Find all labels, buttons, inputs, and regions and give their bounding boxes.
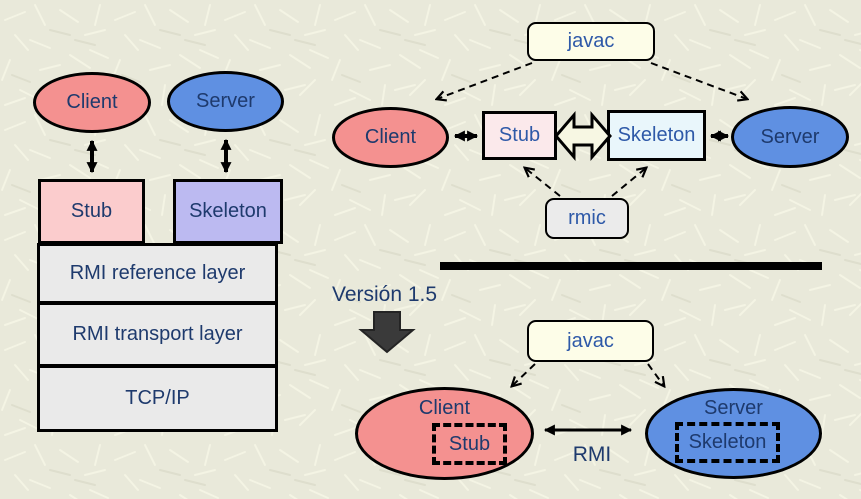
stub-label: Stub [498, 124, 541, 146]
server-ellipse-left: Server [167, 71, 284, 132]
client-ellipse-top: Client [332, 107, 449, 168]
server-label: Server [704, 397, 763, 419]
skeleton-box-left: Skeleton [173, 179, 283, 244]
client-ellipse-left: Client [33, 72, 151, 133]
tcpip-box: TCP/IP [37, 365, 278, 432]
server-ellipse-top: Server [731, 106, 849, 168]
skeleton-label: Skeleton [617, 124, 696, 146]
stub-dashed-box: Stub [432, 423, 507, 465]
javac-label: javac [567, 30, 615, 52]
skeleton-label: Skeleton [189, 200, 267, 222]
client-label: Client [418, 397, 471, 419]
rmic-box: rmic [545, 198, 629, 239]
stub-label: Stub [70, 200, 113, 222]
stub-box-left: Stub [38, 179, 145, 244]
client-label: Client [66, 91, 118, 113]
stub-label: Stub [448, 432, 491, 455]
server-ellipse-bottom [645, 388, 822, 479]
skeleton-dashed-box: Skeleton [675, 422, 780, 463]
stub-box-top: Stub [482, 111, 557, 160]
javac-box-top: javac [527, 22, 655, 61]
javac-box-bottom: javac [527, 320, 654, 362]
javac-label: javac [567, 329, 614, 352]
tcpip-label: TCP/IP [125, 387, 190, 409]
rmic-label: rmic [568, 207, 606, 229]
skeleton-label: Skeleton [688, 431, 767, 453]
server-label: Server [760, 125, 820, 148]
rmi-reference-layer-box: RMI reference layer [37, 243, 278, 304]
rmi-label: RMI [572, 443, 612, 466]
rmi-transport-layer-box: RMI transport layer [37, 302, 278, 367]
rmi-reference-layer-label: RMI reference layer [69, 262, 246, 284]
server-label: Server [196, 90, 255, 112]
version-label: Versión 1.5 [332, 283, 438, 306]
skeleton-box-top: Skeleton [607, 110, 706, 161]
rmi-transport-layer-label: RMI transport layer [72, 323, 243, 345]
client-label: Client [364, 126, 417, 148]
